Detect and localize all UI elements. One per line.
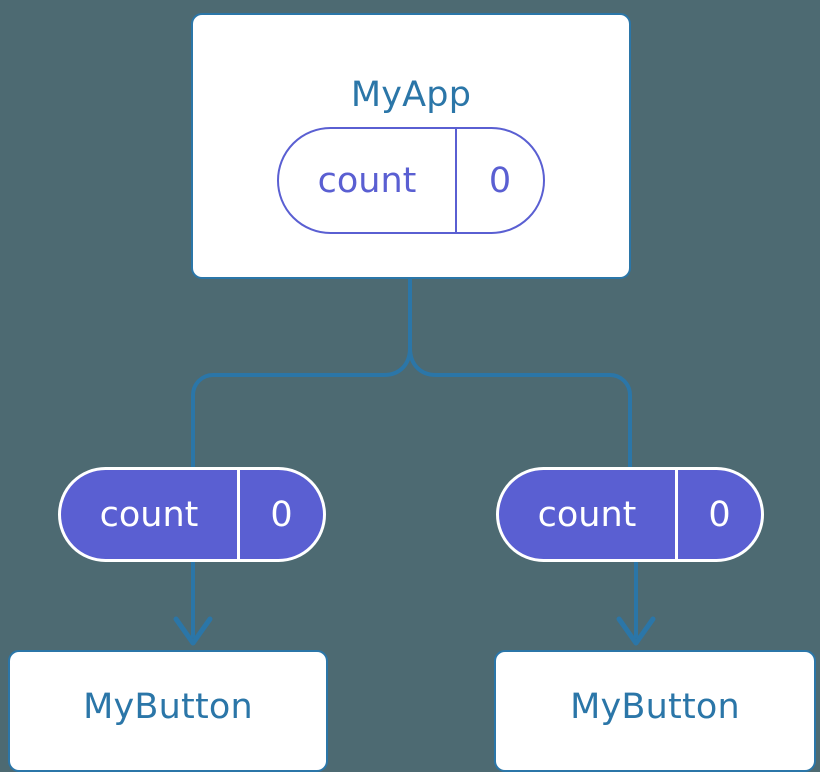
state-pill-left-count[interactable]: count 0 xyxy=(58,467,326,562)
state-pill-value: 0 xyxy=(270,494,293,535)
component-node-myapp[interactable]: MyApp xyxy=(191,13,631,279)
state-pill-right-count[interactable]: count 0 xyxy=(496,467,764,562)
component-node-mybutton-left[interactable]: MyButton xyxy=(8,650,328,772)
arrow-head-right xyxy=(616,616,656,646)
component-title-myapp: MyApp xyxy=(350,75,472,115)
trunk-branch-right xyxy=(408,346,632,469)
component-title-mybutton: MyButton xyxy=(83,687,253,727)
state-pill-myapp-count[interactable]: count 0 xyxy=(277,127,545,234)
state-pill-name: count xyxy=(279,129,457,232)
trunk-branch-left xyxy=(191,277,412,469)
component-title-mybutton: MyButton xyxy=(570,687,740,727)
state-pill-name: count xyxy=(61,470,240,559)
component-node-mybutton-right[interactable]: MyButton xyxy=(494,650,816,772)
arrow-head-left xyxy=(173,616,213,646)
state-pill-value: 0 xyxy=(488,160,512,201)
state-pill-value: 0 xyxy=(708,494,731,535)
state-pill-name: count xyxy=(499,470,678,559)
